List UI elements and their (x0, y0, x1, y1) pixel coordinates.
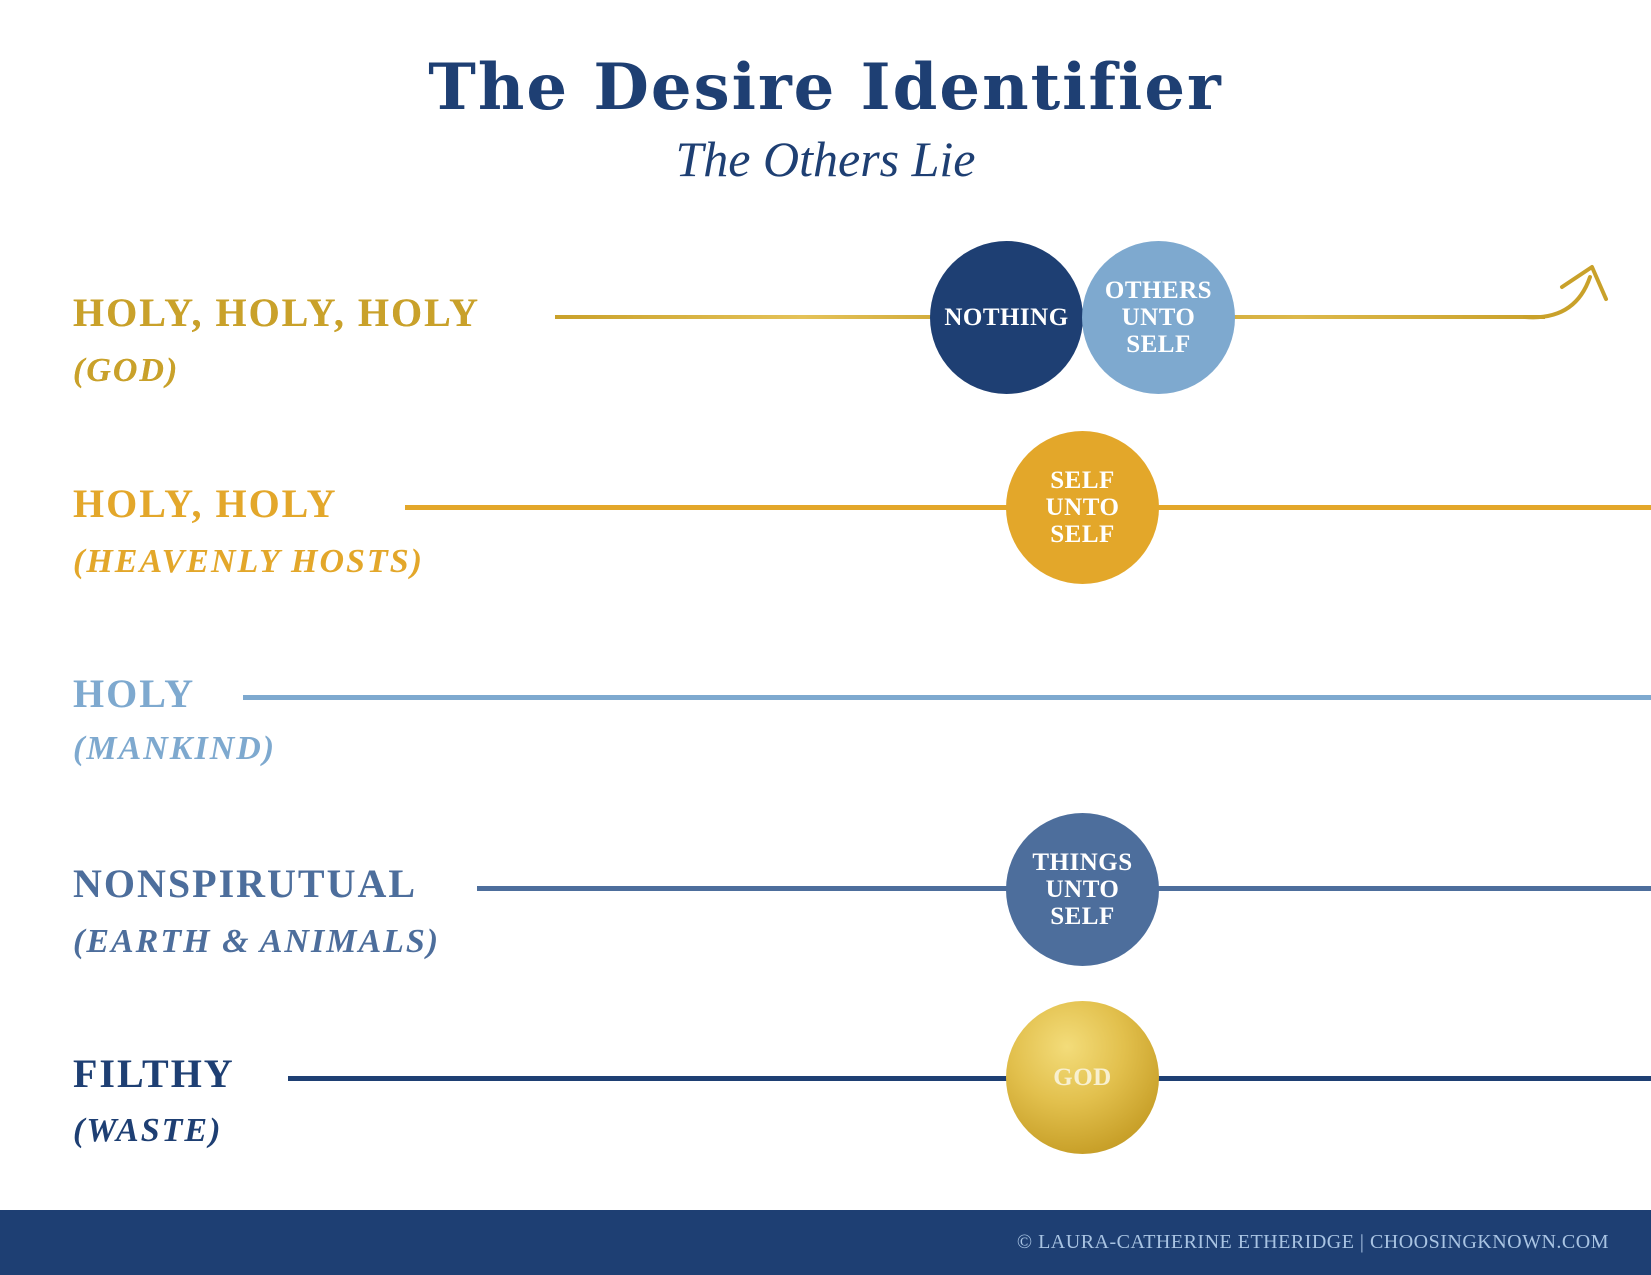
row-sub-heavenly-hosts: (HEAVENLY HOSTS) (73, 543, 424, 580)
circle-things-unto-self: THINGS UNTO SELF (1006, 813, 1159, 966)
circle-things-unto-self-label: THINGS UNTO SELF (1032, 849, 1133, 930)
copyright-text: © LAURA-CATHERINE ETHERIDGE | CHOOSINGKN… (1016, 1231, 1609, 1253)
circle-nothing-label: NOTHING (944, 304, 1069, 331)
circle-nothing: NOTHING (930, 241, 1083, 394)
circle-others-unto-self-label: OTHERS UNTO SELF (1104, 277, 1213, 358)
circle-god-label: GOD (1053, 1064, 1112, 1091)
row-line-holy (243, 695, 1651, 700)
arrow-up-right-icon (1523, 265, 1608, 320)
diagram-subtitle: The Others Lie (675, 131, 976, 187)
diagram-title: The Desire Identifier (428, 50, 1223, 125)
circle-god: GOD (1006, 1001, 1159, 1154)
circle-self-unto-self-label: SELF UNTO SELF (1045, 467, 1120, 548)
row-sub-god: (GOD) (73, 352, 180, 389)
row-label-holy: HOLY (73, 671, 196, 716)
circle-others-unto-self: OTHERS UNTO SELF (1082, 241, 1235, 394)
row-label-nonspirutual: NONSPIRUTUAL (73, 861, 418, 906)
row-label-holy-holy-holy: HOLY, HOLY, HOLY (73, 290, 481, 335)
row-sub-earth-animals: (EARTH & ANIMALS) (73, 923, 441, 960)
row-label-filthy: FILTHY (73, 1051, 235, 1096)
row-sub-waste: (WASTE) (73, 1112, 223, 1149)
row-line-filthy (288, 1076, 1651, 1081)
row-label-holy-holy: HOLY, HOLY (73, 481, 338, 526)
circle-self-unto-self: SELF UNTO SELF (1006, 431, 1159, 584)
row-sub-mankind: (MANKIND) (73, 730, 277, 767)
footer-bar: © LAURA-CATHERINE ETHERIDGE | CHOOSINGKN… (0, 1210, 1651, 1275)
